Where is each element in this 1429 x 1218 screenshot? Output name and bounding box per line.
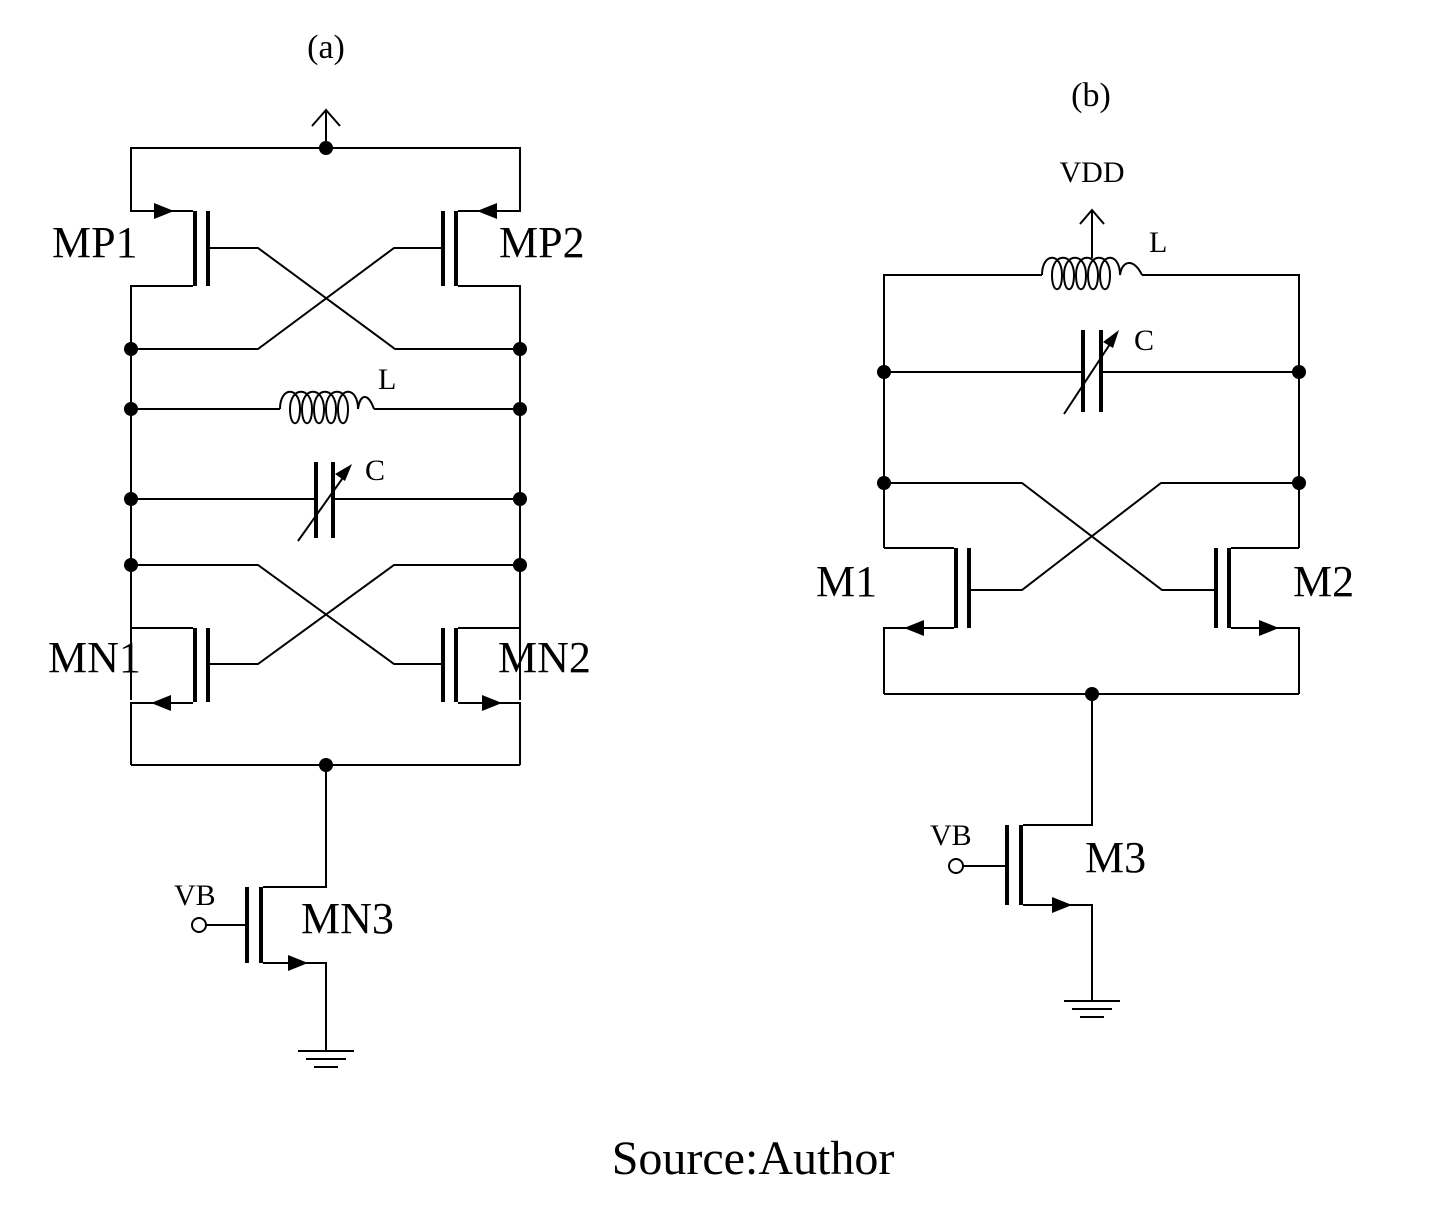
transistor-m1: M1	[816, 482, 1299, 694]
panel-b-node	[877, 365, 891, 379]
label-vdd: VDD	[1060, 156, 1125, 189]
panel-b-supply-arrow	[1079, 208, 1105, 258]
panel-a-node-vdd	[319, 141, 333, 155]
figure-caption: Source:Author	[612, 1132, 895, 1185]
panel-b-title: (b)	[1071, 77, 1111, 114]
panel-a-node	[513, 492, 527, 506]
bias-terminal-b	[948, 858, 964, 874]
label-inductor-a: L	[378, 363, 396, 396]
label-m2: M2	[1293, 557, 1354, 606]
panel-b: (b) VDD L C	[816, 77, 1354, 1018]
label-inductor-b: L	[1149, 226, 1167, 259]
panel-a-node	[124, 342, 138, 356]
label-mp1: MP1	[52, 218, 138, 267]
label-vb-b: VB	[930, 819, 972, 852]
label-vb-a: VB	[174, 879, 216, 912]
panel-b-node	[877, 476, 891, 490]
label-mp2: MP2	[499, 218, 585, 267]
ground-a	[298, 1050, 354, 1068]
inductor-b: L	[883, 226, 1300, 372]
panel-a: (a) MP1 MP2	[48, 29, 591, 1068]
inductor-a: L	[131, 363, 520, 425]
transistor-mn3: VB MN3	[174, 765, 394, 1051]
transistor-mn2: MN2	[131, 564, 591, 765]
transistor-mp1: MP1	[52, 190, 520, 350]
label-mn3: MN3	[301, 894, 394, 943]
transistor-m3: VB M3	[930, 694, 1146, 1001]
label-mn1: MN1	[48, 633, 141, 682]
panel-a-node	[513, 342, 527, 356]
label-mn2: MN2	[498, 633, 591, 682]
panel-a-node	[124, 492, 138, 506]
transistor-m2: M2	[884, 482, 1354, 694]
panel-b-node	[1292, 476, 1306, 490]
capacitor-b: C	[884, 324, 1299, 415]
panel-a-node	[124, 558, 138, 572]
panel-a-node	[124, 402, 138, 416]
panel-b-node	[1292, 365, 1306, 379]
panel-a-title: (a)	[307, 29, 345, 66]
label-capacitor-a: C	[365, 454, 385, 487]
label-m3: M3	[1085, 833, 1146, 882]
label-m1: M1	[816, 557, 877, 606]
panel-a-node	[513, 402, 527, 416]
capacitor-a: C	[131, 454, 520, 542]
label-capacitor-b: C	[1134, 324, 1154, 357]
transistor-mp2: MP2	[131, 190, 585, 350]
panel-a-node	[513, 558, 527, 572]
transistor-mn1: MN1	[48, 564, 520, 765]
bias-terminal-a	[191, 917, 207, 933]
ground-b	[1064, 1000, 1120, 1018]
